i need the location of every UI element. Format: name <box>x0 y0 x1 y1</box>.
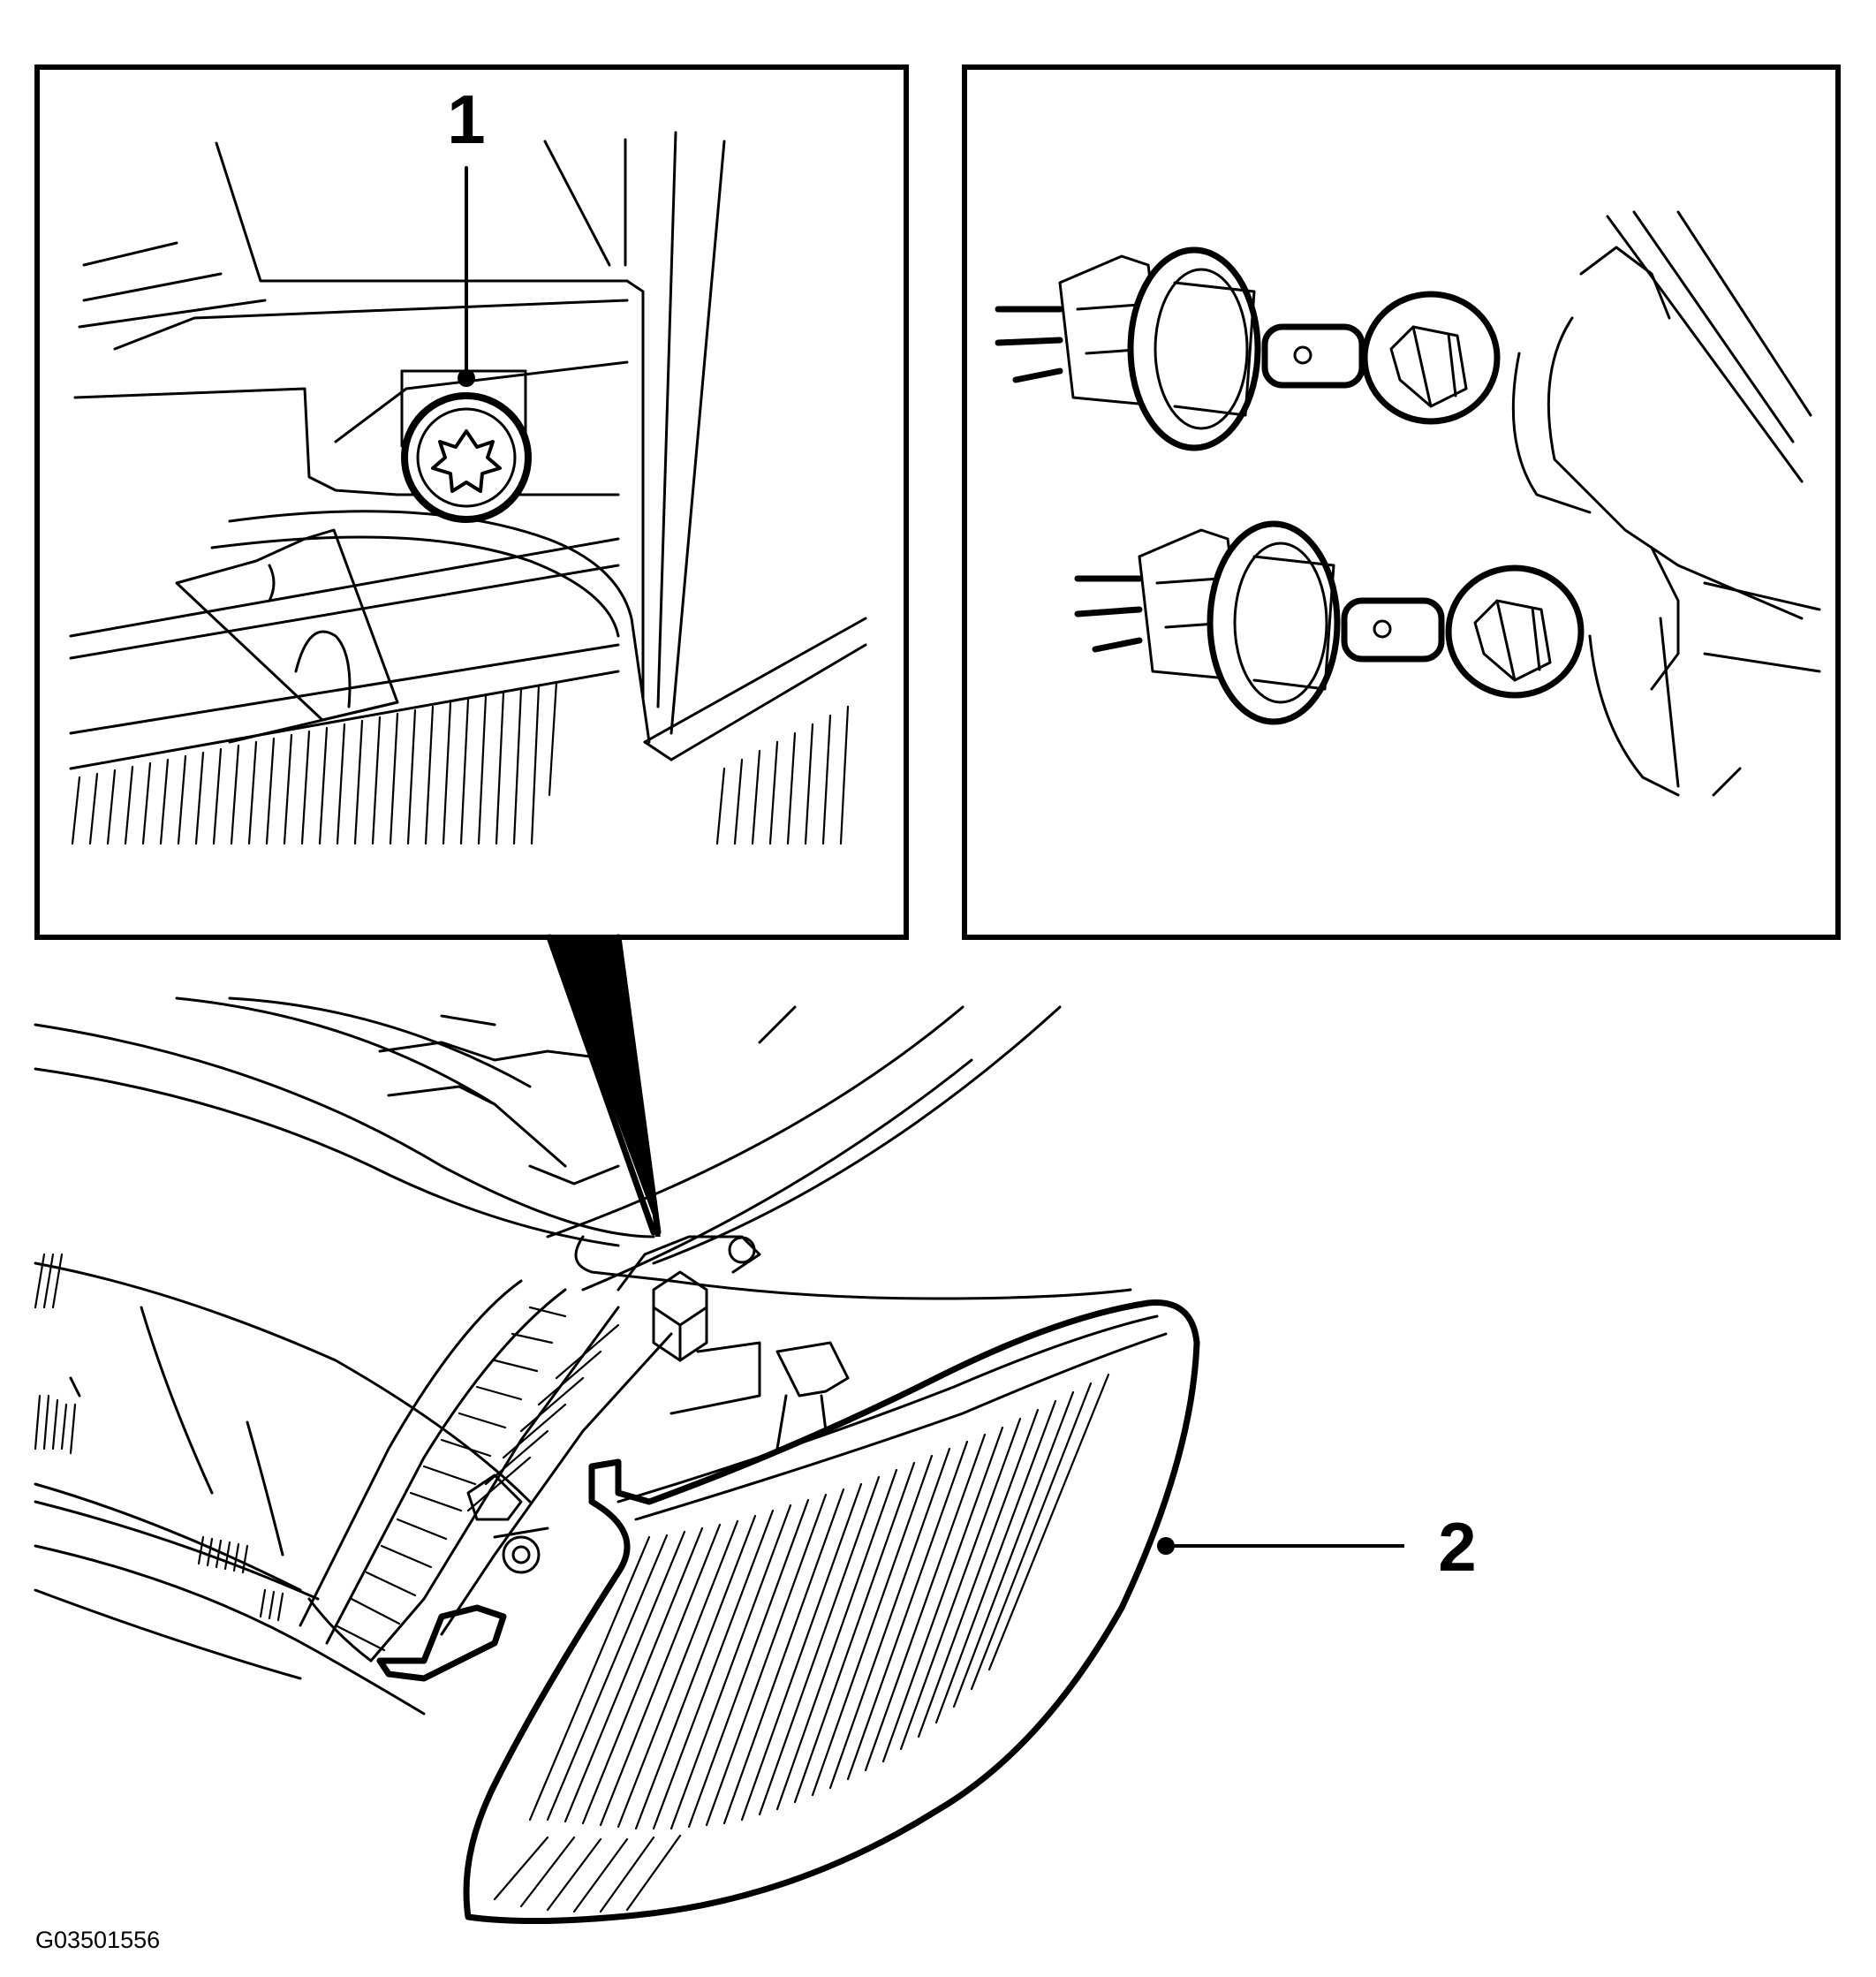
callout-1-dot <box>1157 1537 1175 1555</box>
bulb-sockets-inset <box>962 64 1841 940</box>
bulb-lower-icon <box>1074 520 1585 725</box>
callout-1: 2 <box>1157 1508 1477 1586</box>
main-view: 2 <box>34 934 1477 1925</box>
callout-2-number: 1 <box>447 80 485 158</box>
callout-2-dot <box>458 369 475 387</box>
bulb-sockets-frame <box>962 64 1841 940</box>
screw-detail-inset: 1 <box>34 64 909 940</box>
bulb-upper-icon <box>995 246 1501 451</box>
callout-2: 1 <box>447 80 486 387</box>
turn-signal-lamp <box>463 1299 1200 1925</box>
torx-screw-icon <box>401 392 532 523</box>
callout-1-number: 2 <box>1438 1508 1476 1586</box>
figure-id-label: G03501556 <box>35 1927 160 1953</box>
